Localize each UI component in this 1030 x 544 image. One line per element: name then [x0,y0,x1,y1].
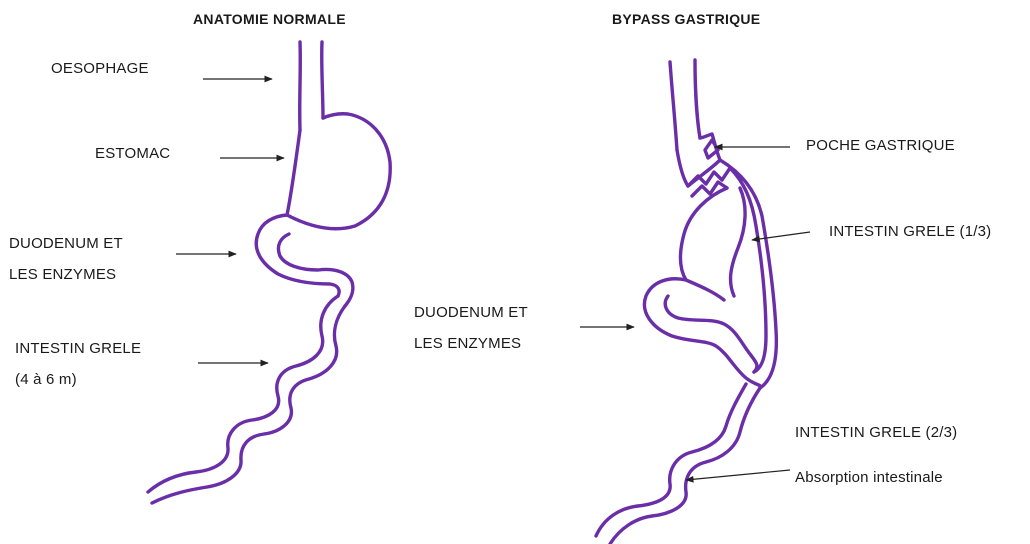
label-absorption: Absorption intestinale [795,465,943,490]
normal-anatomy-drawing [148,42,390,503]
bypass-excluded-stomach [680,188,745,300]
normal-small-intestine [148,296,345,503]
arrow-absorption [686,470,790,480]
arrow-intestin-1-3 [752,232,810,240]
bypass-duodenum [644,279,760,388]
bypass-title: BYPASS GASTRIQUE [612,11,760,27]
label-intestin-normal-line1: INTESTIN GRELE [15,336,141,361]
label-duodenum-normal-line2: LES ENZYMES [9,262,116,287]
label-duodenum-bypass-line1: DUODENUM ET [414,300,528,325]
label-intestin-2-3: INTESTIN GRELE (2/3) [795,420,957,445]
normal-esophagus [300,42,323,130]
bypass-esophagus [670,60,700,150]
label-intestin-1-3: INTESTIN GRELE (1/3) [829,219,991,244]
label-duodenum-normal-line1: DUODENUM ET [9,231,123,256]
bypass-common-channel [596,384,760,544]
bypass-staple-line [688,168,730,196]
bypass-drawing [596,60,776,544]
label-estomac: ESTOMAC [95,141,170,166]
label-oesophage: OESOPHAGE [51,56,149,81]
normal-stomach [287,114,390,229]
label-duodenum-bypass-line2: LES ENZYMES [414,331,521,356]
label-intestin-normal-line2: (4 à 6 m) [15,367,77,392]
label-poche-gastrique: POCHE GASTRIQUE [806,133,955,158]
normal-anatomy-title: ANATOMIE NORMALE [193,11,346,27]
